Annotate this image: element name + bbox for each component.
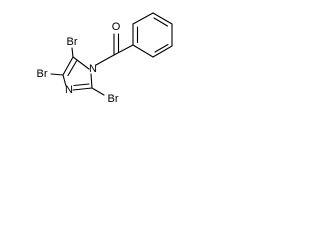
bond-carbonyl-phenyl [113, 44, 134, 56]
bond-c4-n3 [62, 74, 67, 87]
imidazole-ring [62, 56, 93, 91]
bond-c5-br [71, 47, 74, 58]
atom-n-bottom: N [65, 84, 73, 96]
bond-n1-c5 [72, 56, 90, 70]
bond-n3-c2-inner [73, 83, 90, 87]
phenyl-bond-1 [132, 44, 154, 58]
atom-br-bottom: Br [108, 93, 119, 105]
structure-diagram: Br Br Br N N O [37, 12, 173, 105]
atom-br-top: Br [67, 36, 78, 48]
phenyl-bond-5 [132, 12, 154, 25]
phenyl-double-3 [153, 17, 169, 27]
bond-n1-carbonyl [95, 54, 115, 66]
phenyl-bond-2 [152, 45, 173, 58]
atom-o-carbonyl: O [112, 21, 121, 33]
bond-c5-c4 [62, 56, 74, 76]
atom-labels: Br Br Br N N O [37, 21, 121, 105]
atom-n-ring: N [89, 63, 97, 75]
bond-c2-br [91, 87, 105, 96]
phenyl-ring [132, 12, 173, 58]
bond-c4-br [50, 73, 64, 76]
atom-br-left: Br [37, 68, 48, 80]
bond-c5-c4-inner [67, 60, 78, 77]
bond-n3-c2 [72, 87, 93, 91]
bond-c2-n1 [90, 73, 93, 89]
phenyl-double-2 [154, 43, 169, 53]
phenyl-bond-4 [152, 12, 173, 25]
